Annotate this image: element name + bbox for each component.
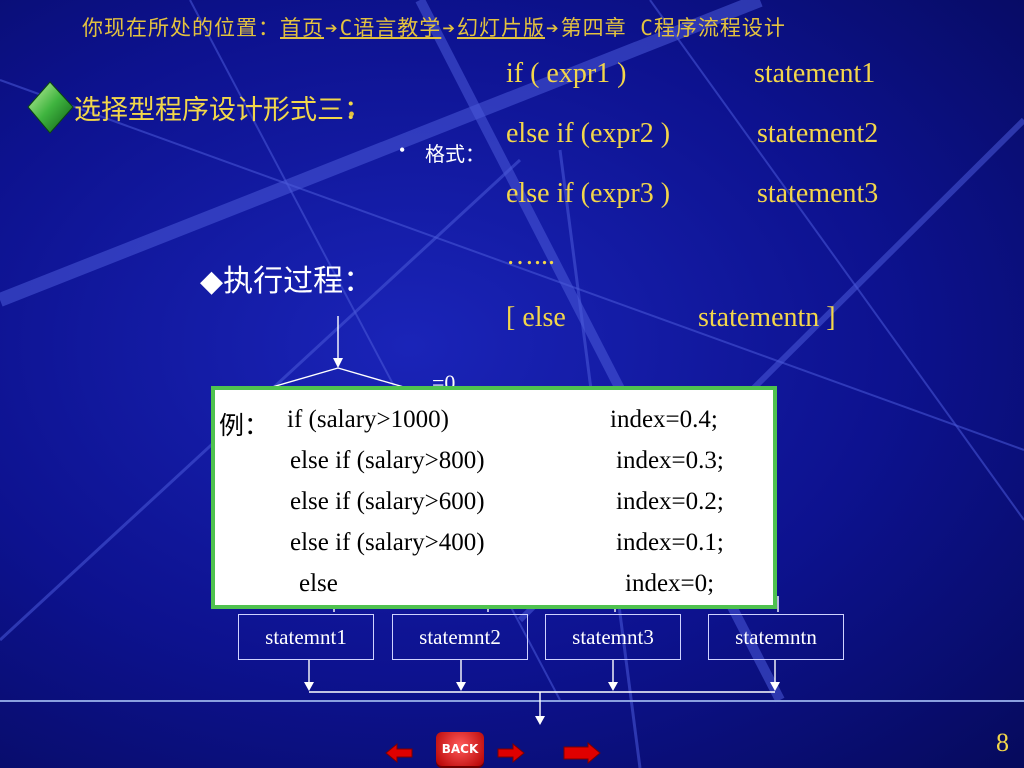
example-assignment: index=0.2; <box>616 488 724 515</box>
example-box: 例： if (salary>1000) index=0.4; else if (… <box>211 386 777 609</box>
statement-box-n: statemntn <box>708 614 844 660</box>
syntax-ellipsis: …... <box>506 240 555 271</box>
breadcrumb-separator-icon: ➔ <box>442 16 456 40</box>
breadcrumb-c-teaching-link[interactable]: C语言教学 <box>339 16 442 40</box>
statement-box-1: statemnt1 <box>238 614 374 660</box>
breadcrumb-home-link[interactable]: 首页 <box>280 16 324 40</box>
syntax-statement: statement2 <box>757 118 879 149</box>
example-condition: else if (salary>800) <box>290 447 485 474</box>
breadcrumb-separator-icon: ➔ <box>545 16 560 40</box>
section-heading: 选择型程序设计形式三： <box>74 95 371 125</box>
example-condition: else <box>299 570 338 597</box>
syntax-keyword: if ( expr1 ) <box>506 58 627 89</box>
example-condition: else if (salary>600) <box>290 488 485 515</box>
syntax-statement: statement1 <box>754 58 876 89</box>
syntax-keyword: else if (expr2 ) <box>506 118 671 149</box>
statement-box-3: statemnt3 <box>545 614 681 660</box>
example-label: 例： <box>219 413 270 440</box>
breadcrumb-slides-link[interactable]: 幻灯片版 <box>456 16 545 40</box>
example-assignment: index=0.3; <box>616 447 724 474</box>
breadcrumb: 你现在所处的位置：首页➔C语言教学➔幻灯片版➔第四章 C程序流程设计 <box>82 12 786 42</box>
heading-bullet: • <box>348 104 356 126</box>
end-arrow-icon[interactable] <box>562 742 602 764</box>
example-condition: else if (salary>400) <box>290 529 485 556</box>
next-arrow-icon[interactable] <box>496 742 526 764</box>
breadcrumb-prefix: 你现在所处的位置： <box>82 16 280 40</box>
example-condition: if (salary>1000) <box>287 406 449 433</box>
example-assignment: index=0; <box>625 570 715 597</box>
diamond-bullet-icon <box>27 81 74 134</box>
syntax-keyword: [ else <box>506 302 566 333</box>
format-bullet: • <box>399 140 406 160</box>
syntax-keyword: else if (expr3 ) <box>506 178 671 209</box>
example-assignment: index=0.1; <box>616 529 724 556</box>
breadcrumb-current: 第四章 C程序流程设计 <box>560 16 786 40</box>
execution-heading: ◆执行过程： <box>200 265 374 298</box>
syntax-statement: statementn ] <box>698 302 836 333</box>
format-label: 格式： <box>425 144 485 166</box>
back-button[interactable]: BACK <box>436 732 484 766</box>
prev-arrow-icon[interactable] <box>384 742 414 764</box>
breadcrumb-separator-icon: ➔ <box>325 16 339 40</box>
page-number: 8 <box>996 728 1009 757</box>
example-assignment: index=0.4; <box>610 406 718 433</box>
syntax-statement: statement3 <box>757 178 879 209</box>
statement-box-2: statemnt2 <box>392 614 528 660</box>
